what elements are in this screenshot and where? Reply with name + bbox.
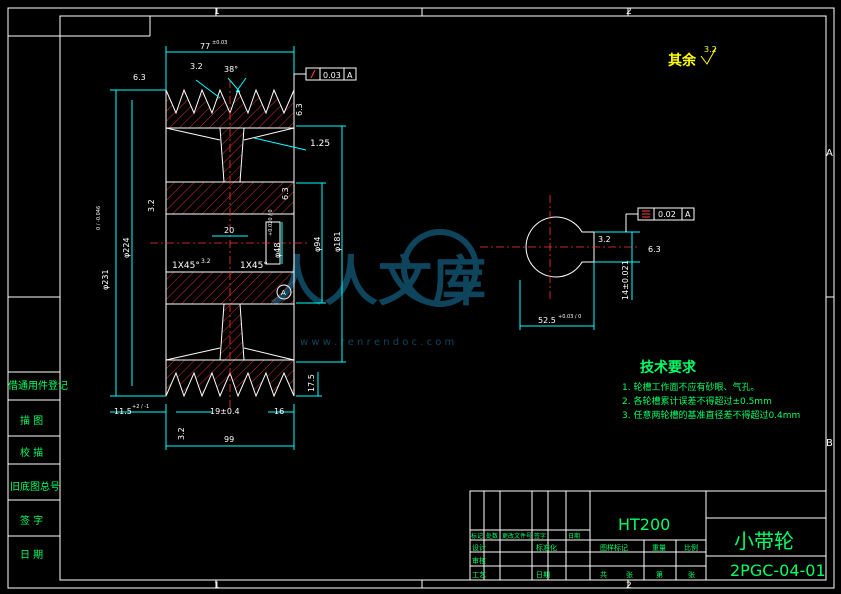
dim-groove-angle: 38° bbox=[224, 65, 238, 74]
keyway-finish-b: 6.3 bbox=[648, 245, 661, 254]
left-strip-item-4: 旧底图总号 bbox=[10, 480, 60, 493]
keyway-finish-a: 3.2 bbox=[598, 235, 611, 244]
dim-chamfer: 1.25 bbox=[310, 139, 330, 149]
dim-total-width: 99 bbox=[224, 435, 234, 444]
dim-bore-48-tol: +0.020 / 0 bbox=[268, 209, 274, 236]
runout-symbol-icon bbox=[310, 69, 316, 79]
sheet-total-label: 共 bbox=[600, 570, 607, 579]
drawing-number: 2PGC-04-01 bbox=[730, 561, 826, 580]
watermark-logo: 人人文库 w w w . r e n r e n d o c . c o m bbox=[270, 229, 486, 348]
dim-top-width-tol: ±0.03 bbox=[212, 40, 227, 46]
grid-bottom-2: 2 bbox=[626, 581, 632, 591]
roughness-symbol-icon bbox=[700, 47, 717, 65]
keyway-width: 14±0.021 bbox=[621, 260, 630, 300]
dim-edge-tol: +2 / -1 bbox=[132, 404, 149, 410]
dim-outer-dia-tol: 0 / -0.046 bbox=[96, 206, 102, 230]
stage-header-scale: 比例 bbox=[684, 543, 698, 552]
part-name: 小带轮 bbox=[734, 529, 794, 553]
tech-req-title: 技术要求 bbox=[640, 359, 697, 376]
grid-right-a: A bbox=[826, 148, 833, 159]
row-label-mark: 标记 bbox=[471, 532, 483, 540]
pulley-dimensions bbox=[110, 46, 357, 450]
dim-side: 16 bbox=[274, 407, 284, 416]
tech-req-item-3: 3. 任意两轮槽的基准直径差不得超过0.4mm bbox=[622, 409, 800, 421]
row-label-change-doc: 更改文件号 bbox=[502, 532, 532, 540]
tech-req-item-2: 2. 各轮槽累计误差不得超过±0.5mm bbox=[622, 395, 772, 407]
craft-date-label: 日期 bbox=[536, 571, 550, 579]
dim-web-width: 20 bbox=[224, 226, 234, 235]
remaining-finish-value: 3.2 bbox=[704, 45, 717, 54]
left-strip-item-1: 借通用件登记 bbox=[8, 379, 68, 392]
material-label: HT200 bbox=[618, 515, 670, 534]
keyway-flatness-tol: 0.02 bbox=[658, 210, 676, 219]
dim-bore-94: φ94 bbox=[313, 237, 322, 252]
craft-label: 工艺 bbox=[472, 571, 486, 579]
dim-finish-4: 6.3 bbox=[281, 187, 290, 200]
runout-tol-value: 0.03 bbox=[323, 71, 341, 80]
datum-label: A bbox=[281, 289, 286, 297]
runout-datum: A bbox=[347, 71, 353, 80]
dim-edge: 11.5 bbox=[114, 407, 132, 416]
watermark-url: w w w . r e n r e n d o c . c o m bbox=[300, 337, 454, 348]
grid-bottom-1: 1 bbox=[214, 581, 220, 591]
standardization-label: 标准化 bbox=[536, 543, 557, 552]
dim-bore-181: φ181 bbox=[333, 231, 342, 252]
dim-finish-6: 3.2 bbox=[177, 427, 186, 440]
row-label-date: 日期 bbox=[568, 532, 580, 540]
dim-chamfer-left-finish: 3.2 bbox=[201, 258, 211, 265]
dim-hub-dia: φ224 bbox=[122, 237, 131, 258]
check-label: 审核 bbox=[472, 556, 486, 565]
stage-header-mark: 图样标记 bbox=[600, 543, 628, 552]
grid-top-1: 1 bbox=[214, 7, 220, 17]
sheet-index-label: 第 bbox=[656, 570, 663, 579]
dim-finish-3: 6.3 bbox=[295, 103, 304, 116]
keyway-depth-tol: +0.03 / 0 bbox=[558, 314, 581, 320]
dim-top-width: 77 bbox=[200, 42, 210, 51]
dim-groove-pitch: 19±0.4 bbox=[210, 407, 240, 416]
dim-bore-48: φ48 bbox=[273, 243, 282, 258]
grid-right-b: B bbox=[826, 438, 833, 449]
left-strip-grid bbox=[8, 371, 60, 537]
tech-req-item-1: 1. 轮槽工作面不应有砂眼、气孔。 bbox=[622, 381, 759, 393]
dim-chamfer-left: 1X45° bbox=[172, 261, 200, 271]
title-block bbox=[469, 490, 827, 581]
sheet-frame bbox=[7, 7, 835, 589]
row-label-count: 处数 bbox=[486, 532, 498, 540]
left-strip-item-5: 签 字 bbox=[20, 514, 43, 527]
row-label-sign: 签字 bbox=[534, 532, 546, 540]
pulley-section-view[interactable] bbox=[150, 80, 310, 410]
sheet-total-unit: 张 bbox=[626, 570, 633, 579]
dim-finish-5: 3.2 bbox=[147, 199, 156, 212]
grid-top-2: 2 bbox=[626, 7, 632, 17]
dim-finish-1: 6.3 bbox=[133, 73, 146, 82]
left-strip-item-6: 日 期 bbox=[20, 549, 43, 561]
remaining-finish-label: 其余 bbox=[668, 52, 697, 69]
keyway-flatness-datum: A bbox=[685, 210, 691, 219]
watermark-text: 人人文库 bbox=[270, 250, 486, 313]
keyway-depth: 52.5 bbox=[538, 316, 556, 325]
stage-header-weight: 重量 bbox=[652, 544, 666, 552]
left-strip-item-3: 校 描 bbox=[20, 446, 43, 459]
left-strip-item-2: 描 图 bbox=[20, 414, 43, 427]
keyway-view[interactable] bbox=[480, 195, 695, 330]
dim-outer-dia: φ231 bbox=[101, 269, 110, 290]
sheet-index-unit: 张 bbox=[688, 570, 695, 579]
dim-height: 17.5 bbox=[307, 374, 316, 392]
flatness-symbol-icon bbox=[642, 210, 650, 218]
design-label: 设计 bbox=[472, 543, 486, 552]
dim-finish-2: 3.2 bbox=[190, 62, 203, 71]
dim-chamfer-right: 1X45° bbox=[240, 261, 268, 271]
